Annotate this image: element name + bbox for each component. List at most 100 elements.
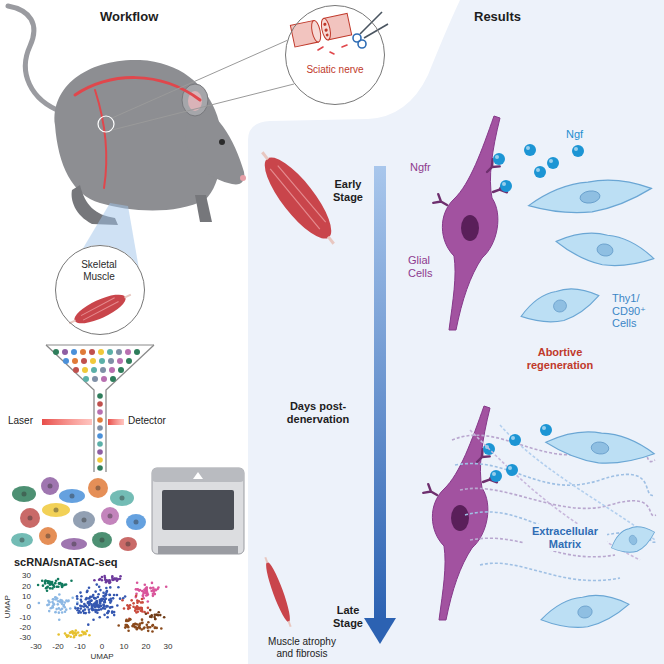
cell-dot (72, 358, 78, 364)
umap-point (138, 626, 141, 629)
umap-point (70, 579, 73, 582)
umap-point (136, 588, 139, 591)
umap-point (94, 611, 97, 614)
umap-point (63, 584, 66, 587)
cell-collage (92, 532, 112, 548)
cell-dot (117, 358, 123, 364)
umap-point (54, 582, 57, 585)
umap-point (132, 623, 135, 626)
axis-tick: 30 (22, 571, 31, 580)
stage-label: Early Stage (328, 178, 368, 203)
mouse-illustration (185, 105, 244, 185)
illustration (509, 434, 521, 446)
cell-dot (126, 358, 132, 364)
cell-dot (63, 358, 69, 364)
umap-point (85, 597, 88, 600)
umap-point (146, 627, 149, 630)
umap-point (127, 619, 130, 622)
cell-collage (110, 490, 134, 506)
umap-point (69, 631, 72, 634)
umap-point (124, 626, 127, 629)
scissors-icon (358, 40, 366, 48)
cell-collage (48, 484, 53, 489)
instrument-label: Laser (8, 415, 33, 427)
axis-title: UMAP (90, 652, 113, 661)
cell-collage (20, 508, 40, 528)
umap-point (55, 579, 58, 582)
cell-dot (97, 393, 103, 471)
umap-point (112, 597, 115, 600)
cell-dot (109, 367, 115, 373)
umap-point (130, 599, 133, 602)
umap-point (147, 621, 150, 624)
cell-collage (82, 518, 87, 523)
magnifier-circle: Skeletal Muscle (55, 245, 145, 335)
sequencer-device (193, 472, 203, 479)
umap-point (69, 635, 72, 638)
cell-collage (88, 478, 108, 498)
umap-point (80, 595, 83, 598)
umap-point (100, 608, 103, 611)
umap-point (92, 618, 95, 621)
muscle-icon (80, 297, 119, 320)
panel-shape (248, 0, 664, 664)
umap-point (54, 611, 57, 614)
umap-point (55, 598, 58, 601)
cell-dot (97, 393, 103, 399)
umap-point (145, 586, 148, 589)
cell-dot (101, 376, 107, 382)
umap-point (88, 634, 91, 637)
umap-point (144, 583, 147, 586)
umap-point (119, 597, 122, 600)
mouse-illustration (8, 6, 246, 225)
umap-point (102, 607, 105, 610)
umap-point (61, 603, 64, 606)
umap-point (88, 587, 91, 590)
umap-point (52, 602, 55, 605)
cell-collage (101, 507, 119, 525)
umap-point (160, 627, 163, 630)
axis-tick: -30 (30, 642, 42, 651)
umap-point (88, 604, 91, 607)
umap-point (98, 586, 101, 589)
cell-collage (39, 527, 57, 545)
umap-point (48, 610, 51, 613)
cell-dot (125, 349, 131, 355)
umap-point (87, 623, 90, 626)
nerve-illustration (290, 13, 351, 47)
umap-point (80, 599, 83, 602)
cell-dot (100, 367, 106, 373)
umap-point (123, 607, 126, 610)
umap-point (38, 602, 41, 605)
mouse-illustration (8, 6, 62, 112)
umap-point (154, 618, 157, 621)
umap-point (58, 611, 61, 614)
umap-point (74, 629, 77, 632)
cell-collage (42, 503, 70, 517)
cell-collage (12, 486, 36, 502)
umap-point (93, 579, 96, 582)
umap-point (83, 632, 86, 635)
cell-dot (99, 358, 105, 364)
umap-point (119, 575, 122, 578)
mouse-illustration (195, 195, 212, 222)
umap-point (105, 605, 108, 608)
cell-dot (83, 376, 89, 382)
umap-point (163, 616, 166, 619)
umap-point (103, 575, 106, 578)
cell-collage (119, 537, 137, 551)
umap-point (135, 623, 138, 626)
umap-point (135, 594, 138, 597)
umap-point (92, 608, 95, 611)
umap-point (154, 627, 157, 630)
umap-point (139, 589, 142, 592)
umap-point (121, 599, 124, 602)
cell-dot (134, 349, 140, 355)
cell-collage (61, 538, 87, 550)
umap-point (49, 582, 52, 585)
umap-point (93, 597, 96, 600)
umap-point (98, 616, 101, 619)
cell-collage (108, 514, 113, 519)
umap-point (132, 605, 135, 608)
ligand-label: Ngf (566, 128, 583, 141)
